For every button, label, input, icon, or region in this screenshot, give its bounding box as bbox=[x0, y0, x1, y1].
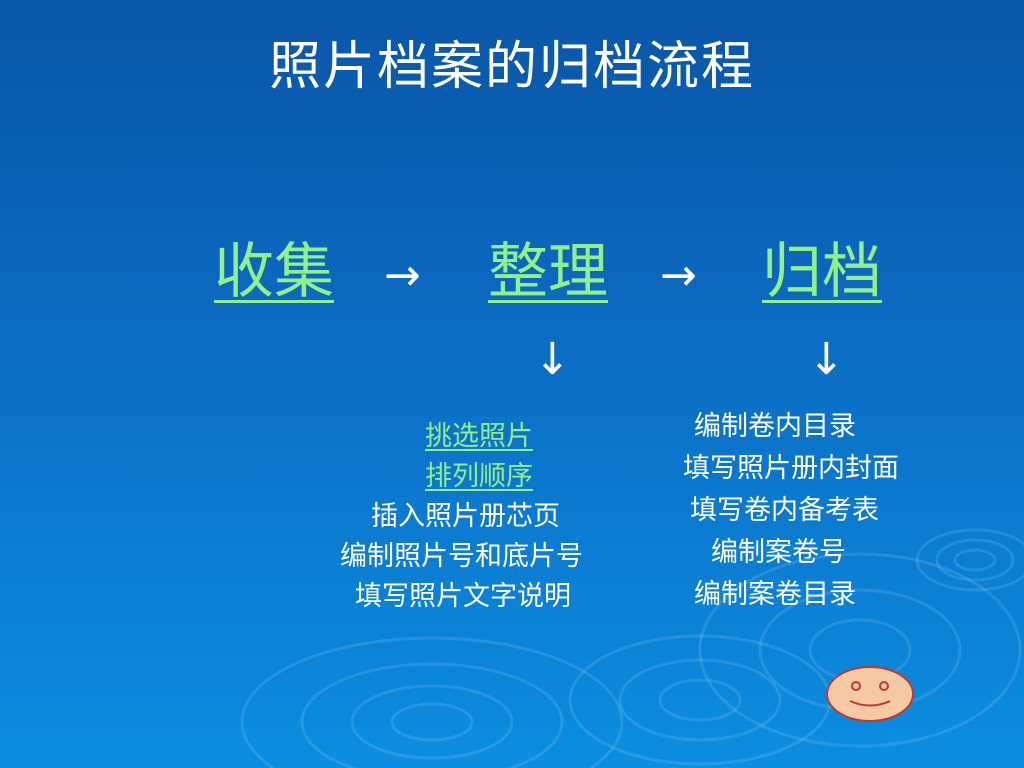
organize-item-link[interactable]: 挑选照片 bbox=[425, 421, 533, 452]
slide-title: 照片档案的归档流程 bbox=[268, 37, 755, 97]
archive-item: 填写照片册内封面 bbox=[683, 453, 899, 484]
right-arrow-icon: → bbox=[384, 250, 421, 301]
archive-item: 编制案卷目录 bbox=[694, 579, 856, 610]
smiley-face-icon bbox=[826, 666, 914, 722]
step-organize-link[interactable]: 整理 bbox=[488, 237, 608, 307]
organize-item: 插入照片册芯页 bbox=[371, 501, 560, 532]
archive-steps-list: 编制卷内目录 填写照片册内封面 填写卷内备考表 编制案卷号 编制案卷目录 bbox=[0, 408, 1024, 618]
organize-item: 填写照片文字说明 bbox=[355, 581, 571, 612]
archive-item: 填写卷内备考表 bbox=[690, 495, 879, 526]
organize-item: 编制照片号和底片号 bbox=[340, 541, 583, 572]
down-arrow-icon: ↓ bbox=[534, 334, 571, 385]
step-archive-link[interactable]: 归档 bbox=[762, 237, 882, 307]
step-collect-link[interactable]: 收集 bbox=[214, 237, 334, 307]
down-arrow-icon: ↓ bbox=[808, 334, 845, 385]
archive-item: 编制卷内目录 bbox=[694, 411, 856, 442]
archive-item: 编制案卷号 bbox=[711, 537, 846, 568]
organize-steps-list: 挑选照片 排列顺序 插入照片册芯页 编制照片号和底片号 填写照片文字说明 bbox=[0, 418, 1024, 618]
right-arrow-icon: → bbox=[660, 250, 697, 301]
organize-item-link[interactable]: 排列顺序 bbox=[425, 461, 533, 492]
